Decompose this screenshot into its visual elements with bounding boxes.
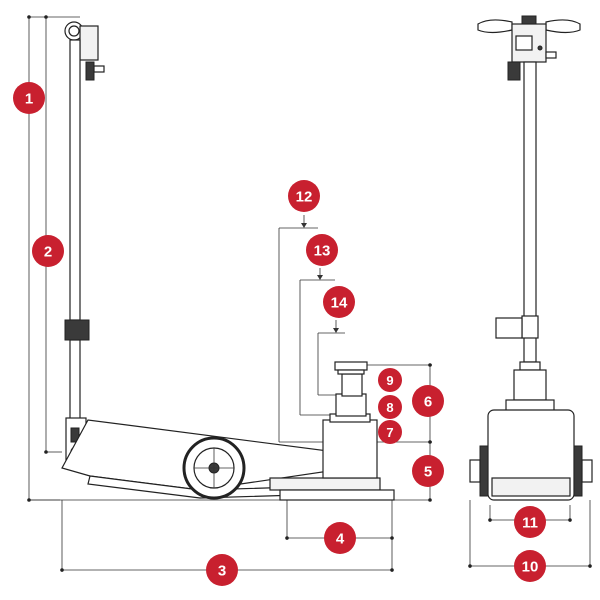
badge-4-label: 4 [336, 531, 345, 548]
badge-8-label: 8 [386, 400, 393, 415]
badge-7-label: 7 [386, 425, 393, 440]
badge-9-label: 9 [386, 373, 393, 388]
badge-2-label: 2 [44, 244, 52, 261]
badge-4: 4 [324, 522, 356, 554]
badge-6: 6 [412, 385, 444, 417]
badge-14: 14 [323, 286, 355, 318]
jack-front-view [469, 15, 593, 501]
badge-7: 7 [378, 420, 402, 444]
badge-13-label: 13 [314, 243, 331, 260]
badge-11: 11 [514, 506, 546, 538]
badge-10-label: 10 [522, 559, 539, 576]
badge-3-label: 3 [218, 563, 226, 580]
badge-10: 10 [514, 550, 546, 582]
badge-9: 9 [378, 368, 402, 392]
badge-12: 12 [288, 180, 320, 212]
jack-side-view [61, 21, 395, 501]
badge-14-label: 14 [331, 295, 348, 312]
badge-2: 2 [32, 235, 64, 267]
badge-5-label: 5 [424, 464, 432, 481]
badge-6-label: 6 [424, 394, 432, 411]
badge-1: 1 [13, 82, 45, 114]
badge-3: 3 [206, 554, 238, 586]
badge-12-label: 12 [296, 189, 313, 206]
badges: 1 2 3 4 5 6 7 8 [13, 82, 546, 586]
badge-13: 13 [306, 234, 338, 266]
badge-5: 5 [412, 455, 444, 487]
badge-1-label: 1 [25, 91, 33, 108]
badge-11-label: 11 [522, 515, 538, 532]
badge-8: 8 [378, 395, 402, 419]
